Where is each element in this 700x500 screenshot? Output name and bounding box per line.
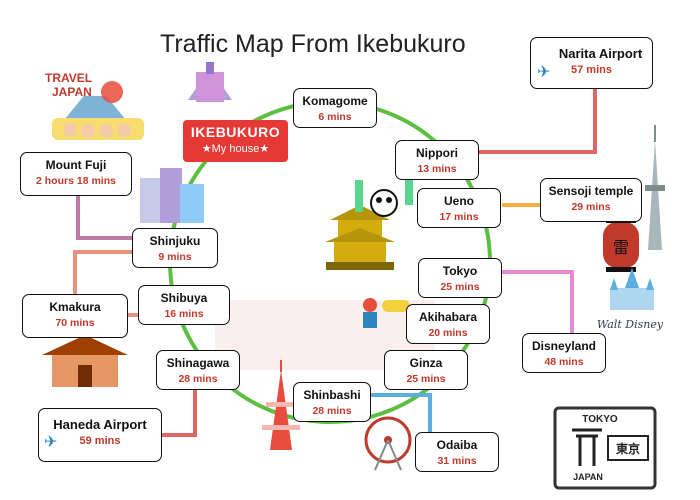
haneda-line	[158, 375, 197, 437]
travel-badge-line2: JAPAN	[52, 85, 92, 99]
home-station-subtitle: ★My house★	[201, 143, 270, 155]
destination-name: Sensoji temple	[548, 184, 634, 198]
destination-time: 57 mins	[571, 64, 612, 76]
station-time: 13 mins	[417, 163, 457, 175]
shrine-illustration	[42, 335, 128, 387]
airplane-icon: ✈	[537, 64, 551, 81]
destination-name: Disneyland	[531, 339, 597, 353]
destination-name: Odaiba	[436, 438, 478, 452]
travel-badge-line1: TRAVEL	[45, 71, 92, 85]
station-shinjuku[interactable]: Shinjuku 9 mins	[132, 228, 218, 268]
stamp-tokyo-label: TOKYO	[582, 414, 618, 425]
ferris-wheel-illustration	[364, 416, 412, 471]
destination-narita-airport[interactable]: Narita Airport 57 mins	[530, 37, 653, 89]
station-time: 16 mins	[164, 308, 204, 320]
station-time: 17 mins	[439, 211, 479, 223]
panda-illustration	[355, 175, 413, 217]
station-name: Nippori	[416, 146, 458, 160]
fuji-line	[76, 195, 132, 240]
destination-haneda-airport[interactable]: Haneda Airport 59 mins	[38, 408, 162, 462]
station-name: Tokyo	[442, 264, 478, 278]
ikebukuro-building-illustration	[188, 62, 232, 102]
lantern-character: 雷	[613, 238, 629, 257]
station-akihabara[interactable]: Akihabara 20 mins	[406, 304, 490, 344]
home-station-ikebukuro[interactable]: IKEBUKURO ★My house★	[183, 120, 288, 162]
game-character-illustration	[363, 298, 410, 328]
station-name: Shinbashi	[303, 388, 361, 402]
station-nippori[interactable]: Nippori 13 mins	[395, 140, 479, 180]
station-shibuya[interactable]: Shibuya 16 mins	[138, 285, 230, 325]
disney-logo: Walt Disney	[597, 318, 664, 331]
destination-mount-fuji[interactable]: Mount Fuji 2 hours 18 mins	[20, 152, 132, 196]
station-time: 6 mins	[318, 111, 352, 123]
station-time: 20 mins	[428, 327, 468, 339]
station-time: 28 mins	[312, 405, 352, 417]
destination-kmakura[interactable]: Kmakura 70 mins	[22, 294, 128, 338]
destination-sensoji-temple[interactable]: Sensoji temple 29 mins	[540, 178, 642, 222]
destination-time: 59 mins	[79, 435, 121, 447]
stamp-kanji-label: 東京	[616, 441, 640, 456]
destination-disneyland[interactable]: Disneyland 48 mins	[522, 333, 606, 373]
station-komagome[interactable]: Komagome 6 mins	[293, 88, 377, 128]
station-tokyo[interactable]: Tokyo 25 mins	[418, 258, 502, 298]
station-ginza[interactable]: Ginza 25 mins	[384, 350, 468, 390]
airplane-icon: ✈	[44, 434, 58, 451]
destination-time: 70 mins	[55, 317, 95, 329]
station-name: Shibuya	[160, 291, 208, 305]
station-time: 28 mins	[178, 373, 218, 385]
temple-illustration	[325, 205, 395, 270]
destination-name: Kmakura	[49, 300, 101, 314]
destination-time: 2 hours 18 mins	[36, 175, 116, 187]
travel-japan-illustration	[52, 81, 144, 140]
home-station-name: IKEBUKURO	[190, 124, 281, 140]
destination-time: 31 mins	[437, 455, 477, 467]
destination-time: 48 mins	[544, 356, 584, 368]
station-shinagawa[interactable]: Shinagawa 28 mins	[156, 350, 240, 390]
station-time: 25 mins	[406, 373, 446, 385]
destination-time: 29 mins	[571, 201, 611, 213]
shinjuku-buildings-illustration	[140, 168, 204, 223]
station-shinbashi[interactable]: Shinbashi 28 mins	[293, 382, 371, 422]
odaiba-line	[365, 393, 432, 440]
narita-line	[470, 75, 597, 154]
destination-odaiba[interactable]: Odaiba 31 mins	[415, 432, 499, 472]
castle-illustration	[610, 268, 654, 310]
station-name: Komagome	[302, 94, 368, 108]
station-time: 25 mins	[440, 281, 480, 293]
map-title: Traffic Map From Ikebukuro	[160, 30, 466, 58]
skytree-illustration	[645, 125, 665, 250]
station-time: 9 mins	[158, 251, 192, 263]
station-name: Akihabara	[418, 310, 478, 324]
station-name: Ueno	[444, 194, 474, 208]
tokyo-stamp-illustration	[553, 406, 657, 490]
destination-name: Mount Fuji	[45, 158, 107, 172]
station-name: Shinjuku	[149, 234, 201, 248]
destination-name: Haneda Airport	[53, 417, 147, 432]
stamp-japan-label: JAPAN	[573, 472, 603, 482]
station-name: Ginza	[409, 356, 443, 370]
tokyo-tower-illustration	[262, 360, 300, 450]
disneyland-line	[475, 270, 574, 340]
station-name: Shinagawa	[166, 356, 230, 370]
station-ueno[interactable]: Ueno 17 mins	[417, 188, 501, 228]
destination-name: Narita Airport	[558, 46, 643, 61]
